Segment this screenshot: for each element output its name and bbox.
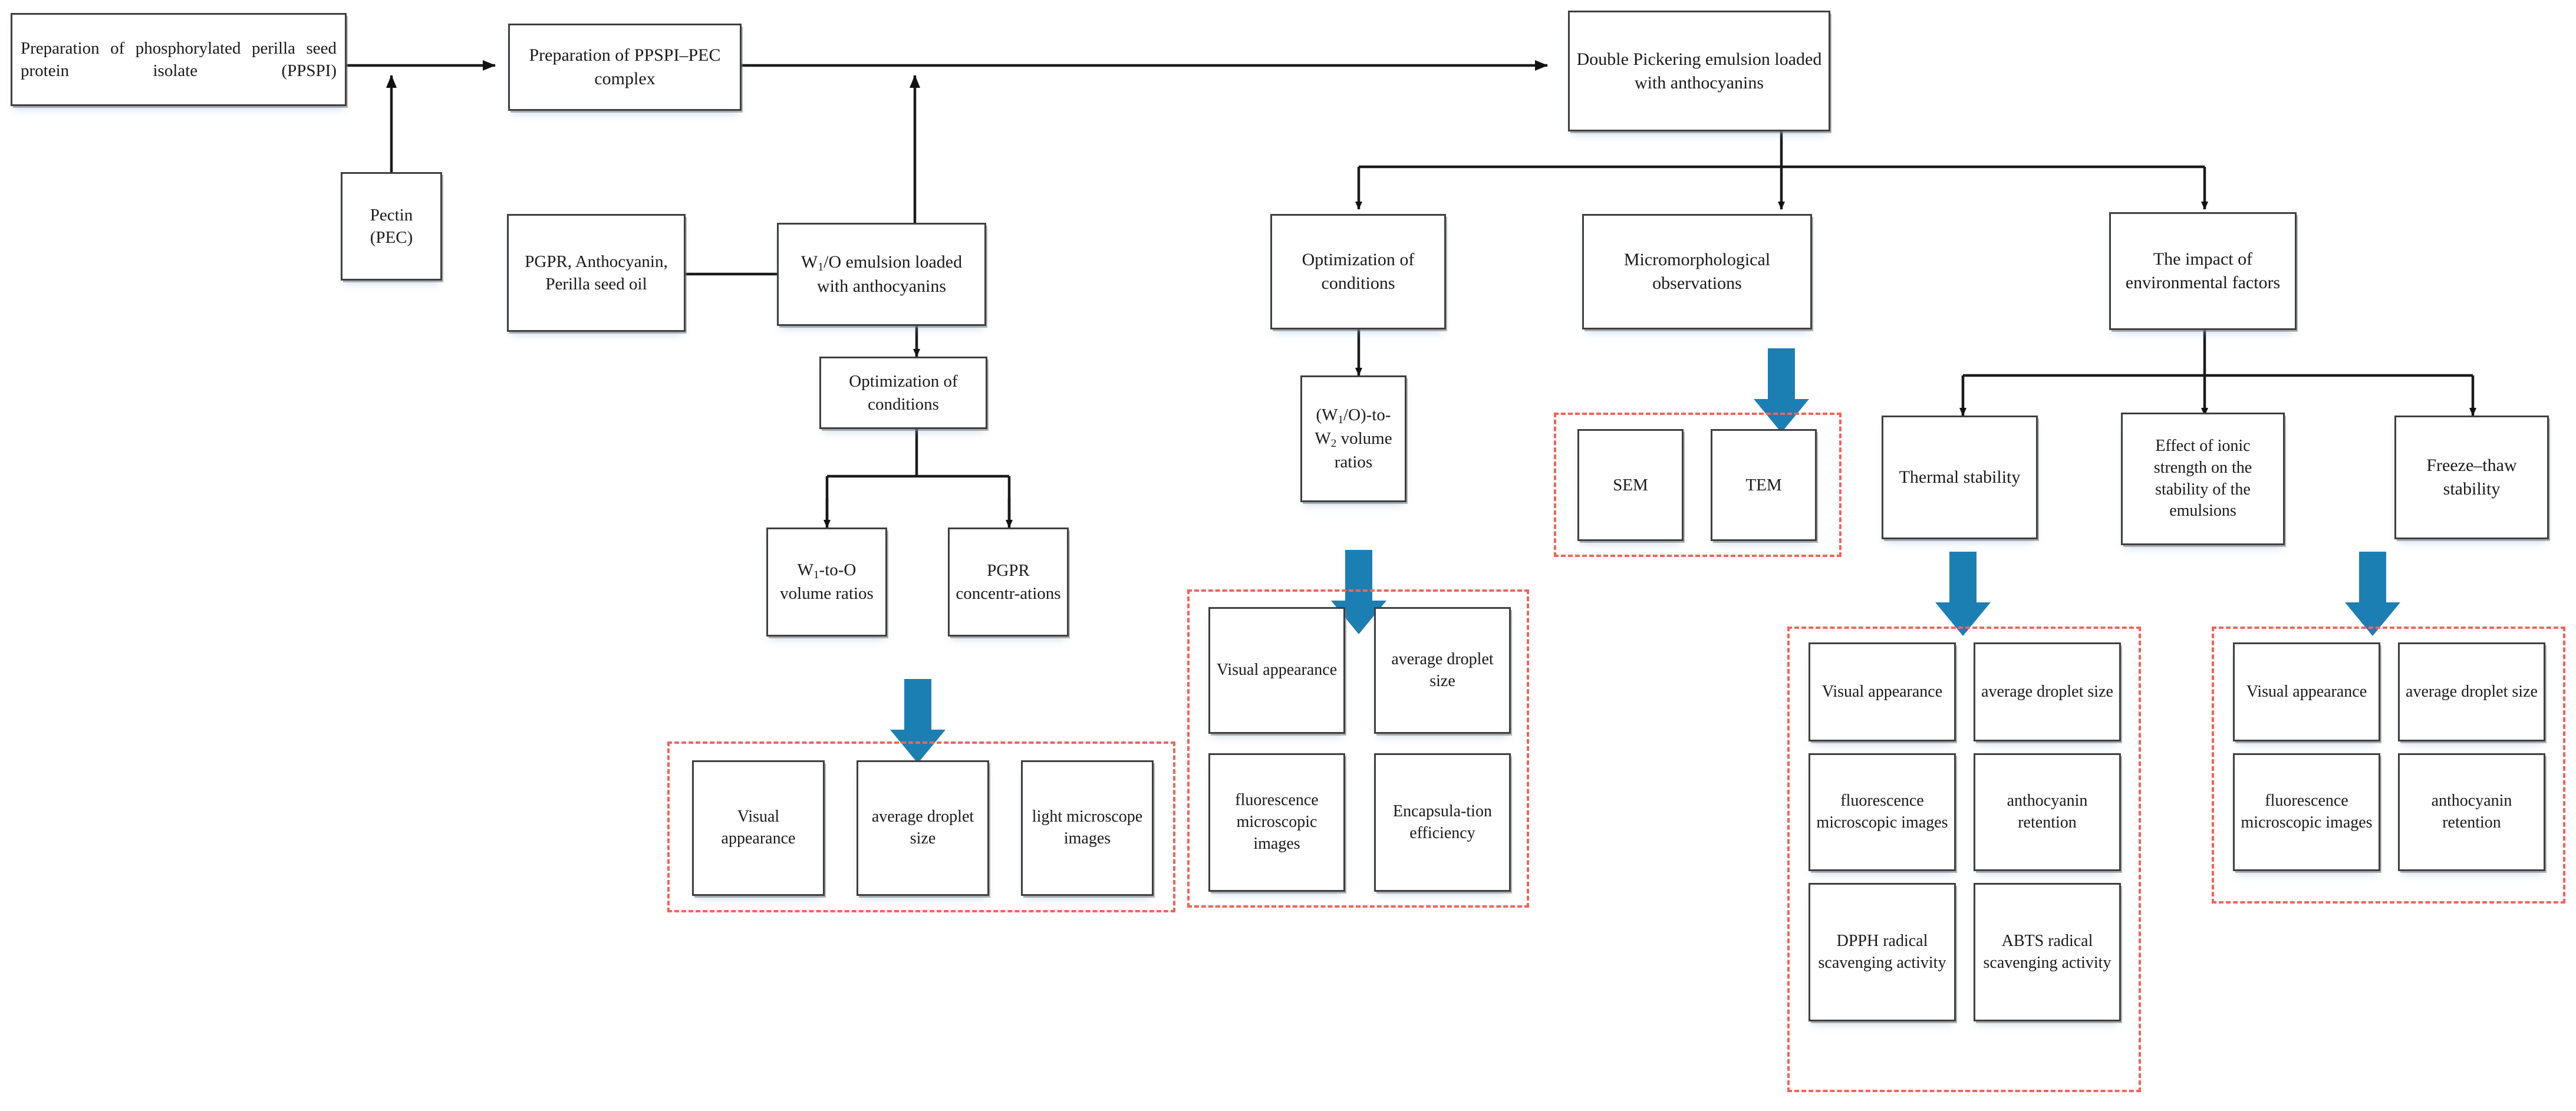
- node-w1o-emulsion[interactable]: W1/O emulsion loaded with anthocyanins: [777, 223, 986, 326]
- result-box-double-encapsulation-label: Encapsula-tion efficiency: [1393, 802, 1492, 842]
- dashed-group-freeze-results: [2212, 627, 2565, 904]
- result-box-thermal-anthocyanin[interactable]: anthocyanin retention: [1974, 753, 2121, 871]
- node-pectin-label: Pectin (PEC): [370, 205, 413, 247]
- result-box-thermal-abts-label: ABTS radical scavenging activity: [1983, 931, 2111, 972]
- result-box-w1o-droplet-label: average droplet size: [871, 807, 974, 848]
- result-box-freeze-droplet[interactable]: average droplet size: [2398, 642, 2545, 741]
- result-box-double-fluorescence[interactable]: fluorescence microscopic images: [1208, 753, 1345, 892]
- node-ppspi[interactable]: Preparation of phosphorylated perilla se…: [11, 13, 347, 106]
- result-box-w1o-microscope-label: light microscope images: [1032, 807, 1143, 848]
- node-ingredients[interactable]: PGPR, Anthocyanin, Perilla seed oil: [507, 214, 686, 332]
- result-box-freeze-anthocyanin[interactable]: anthocyanin retention: [2398, 753, 2545, 871]
- result-box-w1o-microscope[interactable]: light microscope images: [1021, 760, 1154, 896]
- node-pectin[interactable]: Pectin (PEC): [341, 172, 442, 281]
- result-box-double-encapsulation[interactable]: Encapsula-tion efficiency: [1374, 753, 1511, 892]
- node-sem-label: SEM: [1613, 475, 1648, 494]
- result-box-w1o-visual-label: Visual appearance: [721, 807, 796, 848]
- node-thermal-stability-label: Thermal stability: [1899, 467, 2021, 487]
- node-complex-label: Preparation of PPSPI–PEC complex: [529, 45, 721, 88]
- result-box-thermal-abts[interactable]: ABTS radical scavenging activity: [1974, 883, 2121, 1021]
- link-opt-split: [825, 429, 1011, 520]
- result-box-double-visual-label: Visual appearance: [1216, 661, 1338, 680]
- node-sem[interactable]: SEM: [1577, 429, 1684, 541]
- dashed-group-double-results: [1187, 589, 1529, 908]
- block-arrow-freeze-results: [2345, 552, 2400, 636]
- result-box-thermal-dpph-label: DPPH radical scavenging activity: [1818, 931, 1946, 972]
- result-box-w1o-droplet[interactable]: average droplet size: [857, 760, 989, 896]
- result-box-double-visual[interactable]: Visual appearance: [1208, 607, 1345, 734]
- result-box-freeze-fluorescence[interactable]: fluorescence microscopic images: [2233, 753, 2380, 871]
- result-box-thermal-fluorescence-label: fluorescence microscopic images: [1816, 792, 1948, 832]
- node-opt-double[interactable]: Optimization of conditions: [1270, 214, 1446, 329]
- result-box-thermal-visual[interactable]: Visual appearance: [1809, 642, 1956, 741]
- node-opt-w1o[interactable]: Optimization of conditions: [819, 357, 987, 429]
- result-box-freeze-fluorescence-label: fluorescence microscopic images: [2241, 792, 2373, 832]
- node-ppspi-label: Preparation of phosphorylated perilla se…: [21, 38, 337, 80]
- dashed-group-thermal-results: [1787, 627, 2141, 1092]
- node-pgpr-concentrations-label: PGPR concentr-ations: [956, 561, 1061, 603]
- node-opt-w1o-label: Optimization of conditions: [849, 372, 958, 414]
- node-thermal-stability[interactable]: Thermal stability: [1882, 416, 2038, 539]
- node-env-factors[interactable]: The impact of environmental factors: [2109, 212, 2297, 330]
- node-ionic-strength[interactable]: Effect of ionic strength on the stabilit…: [2121, 413, 2285, 545]
- result-box-double-fluorescence-label: fluorescence microscopic images: [1235, 791, 1319, 853]
- result-box-thermal-fluorescence[interactable]: fluorescence microscopic images: [1809, 753, 1956, 871]
- node-micromorphological-label: Micromorphological observations: [1623, 250, 1771, 293]
- node-double-pickering[interactable]: Double Pickering emulsion loaded with an…: [1568, 11, 1830, 131]
- result-box-double-droplet-label: average droplet size: [1391, 650, 1494, 690]
- result-box-freeze-droplet-label: average droplet size: [2406, 682, 2538, 701]
- node-env-factors-label: The impact of environmental factors: [2125, 249, 2281, 292]
- node-tem-label: TEM: [1745, 475, 1782, 494]
- node-w1o-to-w2-ratios-label: (W1/O)-to-W2 volume ratios: [1315, 406, 1392, 472]
- result-box-freeze-visual-label: Visual appearance: [2246, 682, 2367, 701]
- node-complex[interactable]: Preparation of PPSPI–PEC complex: [508, 24, 742, 111]
- node-freeze-thaw-label: Freeze–thaw stability: [2426, 456, 2517, 499]
- node-w1-to-o-ratios[interactable]: W1-to-O volume ratios: [766, 528, 887, 637]
- dashed-group-w1o-results: [667, 741, 1175, 912]
- result-box-freeze-anthocyanin-label: anthocyanin retention: [2431, 792, 2512, 832]
- dashed-group-micro-results: [1554, 413, 1842, 557]
- node-w1-to-o-ratios-label: W1-to-O volume ratios: [780, 561, 874, 604]
- result-box-thermal-droplet-label: average droplet size: [1981, 682, 2113, 701]
- node-tem[interactable]: TEM: [1711, 429, 1817, 541]
- node-w1o-emulsion-label: W1/O emulsion loaded with anthocyanins: [801, 252, 963, 296]
- node-opt-double-label: Optimization of conditions: [1302, 250, 1415, 293]
- result-box-thermal-droplet[interactable]: average droplet size: [1974, 642, 2121, 741]
- result-box-thermal-anthocyanin-label: anthocyanin retention: [2007, 792, 2088, 832]
- node-ingredients-label: PGPR, Anthocyanin, Perilla seed oil: [525, 252, 668, 294]
- node-ionic-strength-label: Effect of ionic strength on the stabilit…: [2153, 436, 2252, 520]
- block-arrow-thermal-results: [1935, 552, 1991, 636]
- result-box-thermal-visual-label: Visual appearance: [1821, 682, 1943, 701]
- node-pgpr-concentrations[interactable]: PGPR concentr-ations: [948, 528, 1069, 637]
- node-w1o-to-w2-ratios[interactable]: (W1/O)-to-W2 volume ratios: [1300, 375, 1406, 502]
- result-box-double-droplet[interactable]: average droplet size: [1374, 607, 1511, 734]
- node-double-pickering-label: Double Pickering emulsion loaded with an…: [1576, 49, 1822, 93]
- result-box-freeze-visual[interactable]: Visual appearance: [2233, 642, 2380, 741]
- result-box-thermal-dpph[interactable]: DPPH radical scavenging activity: [1809, 883, 1956, 1021]
- result-box-w1o-visual[interactable]: Visual appearance: [692, 760, 825, 896]
- node-micromorphological[interactable]: Micromorphological observations: [1582, 214, 1812, 329]
- node-freeze-thaw[interactable]: Freeze–thaw stability: [2394, 416, 2549, 539]
